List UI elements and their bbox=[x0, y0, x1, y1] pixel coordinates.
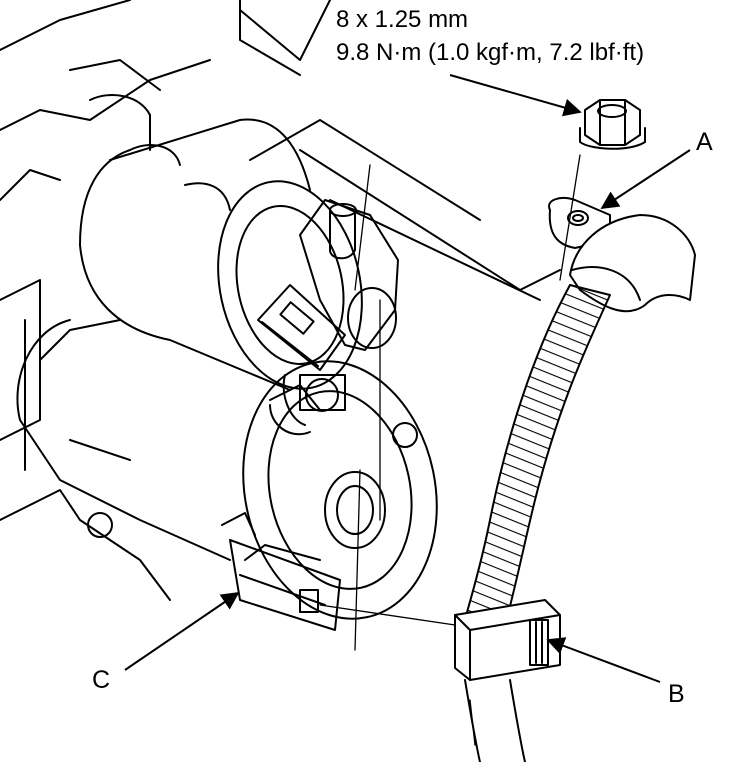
spec-thread: 8 x 1.25 mm bbox=[336, 6, 468, 33]
spec-arrow bbox=[449, 74, 582, 117]
cable-clamp-b bbox=[454, 599, 561, 681]
callout-a-arrow bbox=[600, 149, 691, 209]
engine-block bbox=[0, 0, 561, 601]
b-terminal-stud bbox=[299, 199, 399, 351]
spec-torque: 9.8 N·m (1.0 kgf·m, 7.2 lbf·ft) bbox=[336, 39, 644, 66]
connector-c bbox=[221, 512, 341, 631]
callout-a-label: A bbox=[696, 128, 713, 156]
callout-c-arrow bbox=[124, 591, 240, 671]
leader-lines bbox=[319, 154, 581, 746]
callout-b-label: B bbox=[668, 680, 685, 708]
s-terminal-connector bbox=[257, 284, 346, 436]
cable-terminal-a bbox=[548, 197, 696, 313]
callout-b-arrow bbox=[546, 637, 661, 683]
flange-nut bbox=[579, 99, 646, 150]
starter-motor bbox=[16, 319, 438, 620]
cable-sheath bbox=[464, 284, 611, 762]
callout-c-label: C bbox=[92, 666, 110, 694]
solenoid bbox=[79, 118, 363, 391]
